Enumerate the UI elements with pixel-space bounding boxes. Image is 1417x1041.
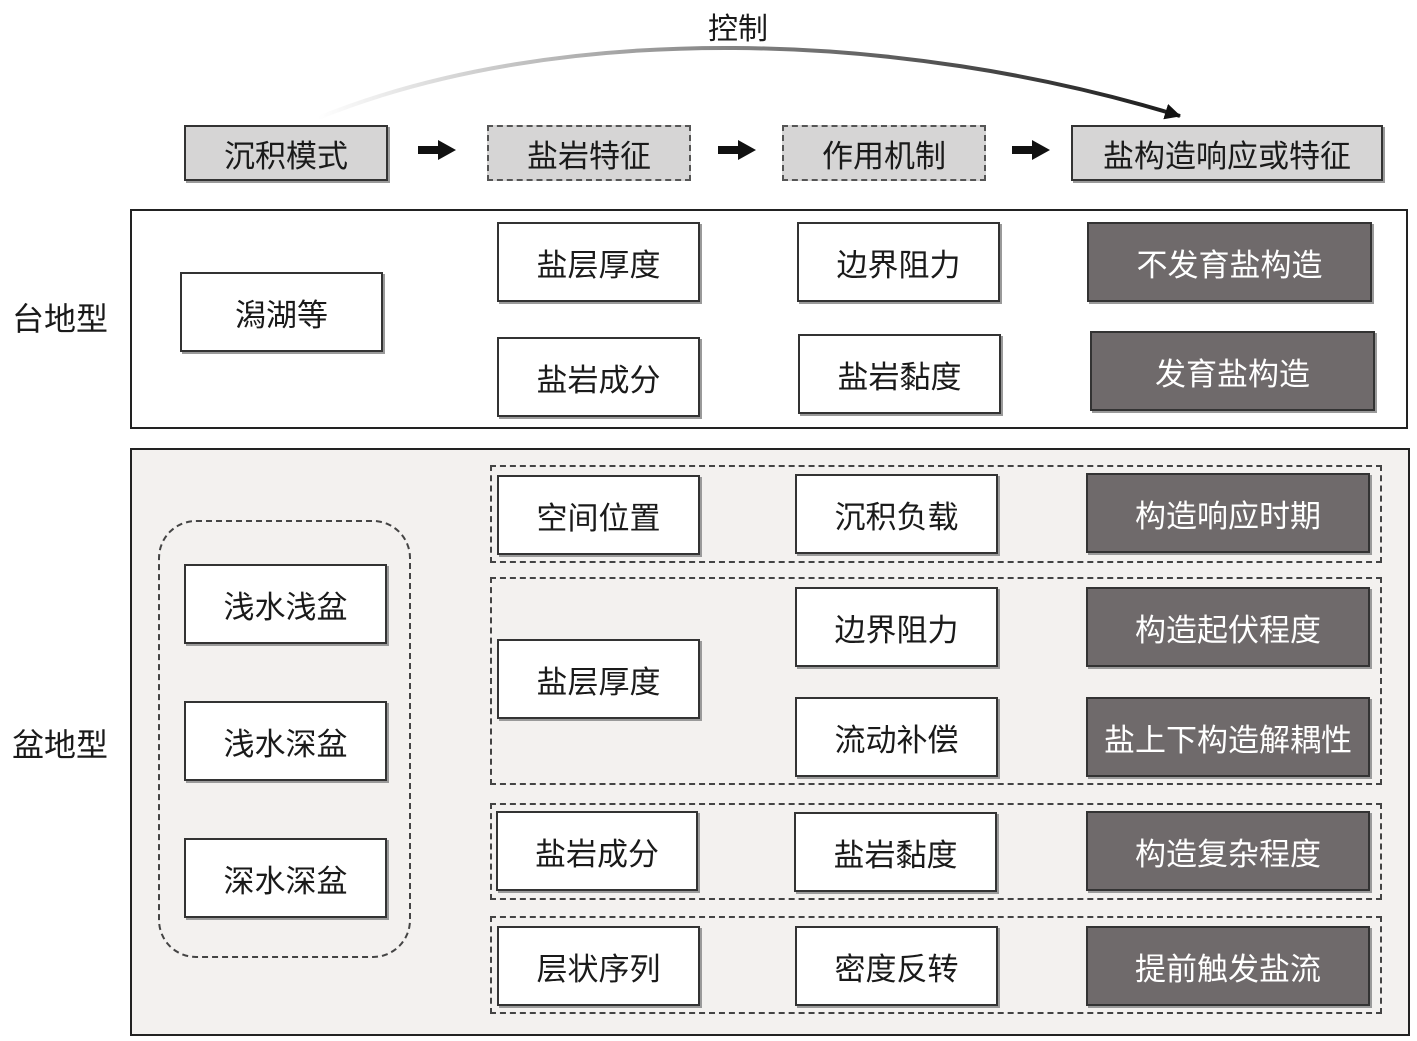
basin-feature-composition: 盐岩成分: [496, 811, 698, 891]
basin-mechanism-viscosity: 盐岩黏度: [794, 812, 997, 892]
basin-source-group: [158, 520, 411, 958]
basin-label: 盆地型: [12, 726, 109, 764]
basin-response-complexity: 构造复杂程度: [1086, 811, 1370, 891]
platform-mechanism-viscosity: 盐岩黏度: [798, 334, 1001, 414]
header-arrow-1: [418, 140, 456, 160]
basin-mechanism-compensation: 流动补偿: [795, 697, 998, 777]
header-arrow-2: [718, 140, 756, 160]
platform-source-box: 潟湖等: [180, 272, 383, 352]
basin-feature-thickness: 盐层厚度: [497, 639, 700, 719]
basin-group-sequence: [490, 916, 1382, 1014]
basin-group-thickness: [490, 577, 1382, 785]
basin-mechanism-density: 密度反转: [795, 926, 998, 1006]
basin-feature-spatial: 空间位置: [497, 475, 700, 555]
basin-group-spatial: [490, 465, 1382, 563]
basin-mechanism-load: 沉积负载: [795, 474, 998, 554]
header-arrows: [418, 140, 1050, 160]
basin-source-deep-deep: 深水深盆: [184, 838, 387, 918]
platform-label: 台地型: [12, 300, 109, 338]
header-step-mechanism: 作用机制: [782, 125, 986, 181]
basin-source-shallow-shallow: 浅水浅盆: [184, 564, 387, 644]
basin-group-composition: [490, 803, 1382, 900]
platform-feature-thickness: 盐层厚度: [497, 222, 700, 302]
basin-response-decoupling: 盐上下构造解耦性: [1086, 697, 1370, 777]
basin-feature-sequence: 层状序列: [497, 926, 700, 1006]
basin-response-trigger: 提前触发盐流: [1086, 926, 1370, 1006]
basin-source-shallow-deep: 浅水深盆: [184, 701, 387, 781]
basin-response-relief: 构造起伏程度: [1086, 587, 1370, 667]
platform-feature-composition: 盐岩成分: [497, 337, 700, 417]
header-step-salt-features: 盐岩特征: [487, 125, 691, 181]
platform-mechanism-boundary: 边界阻力: [797, 222, 1000, 302]
header-step-response: 盐构造响应或特征: [1071, 125, 1383, 181]
platform-response-none: 不发育盐构造: [1087, 222, 1372, 302]
basin-response-timing: 构造响应时期: [1086, 473, 1370, 553]
basin-mechanism-boundary: 边界阻力: [795, 587, 998, 667]
header-step-deposition: 沉积模式: [184, 125, 388, 181]
platform-response-develop: 发育盐构造: [1090, 331, 1375, 411]
header-arrow-3: [1012, 140, 1050, 160]
control-curve-arrow: [317, 46, 1181, 120]
control-label: 控制: [708, 12, 768, 47]
